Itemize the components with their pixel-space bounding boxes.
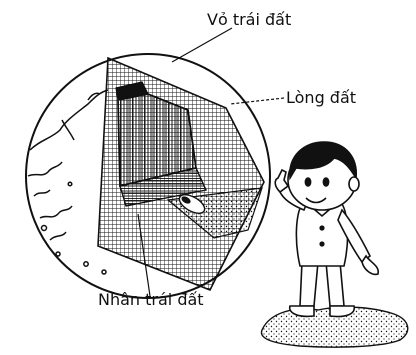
label-crust: Vỏ trái đất [207, 12, 291, 28]
label-mantle: Lòng đất [286, 90, 356, 106]
left-leg [300, 262, 318, 306]
eye-left [305, 178, 310, 186]
child-figure [275, 142, 378, 317]
globe [26, 54, 270, 298]
eye-right [323, 178, 328, 186]
leader-crust [172, 28, 232, 62]
lower-hand [362, 256, 378, 274]
right-leg [326, 262, 344, 306]
label-core: Nhân trái đất [98, 292, 204, 308]
ear [349, 177, 359, 191]
